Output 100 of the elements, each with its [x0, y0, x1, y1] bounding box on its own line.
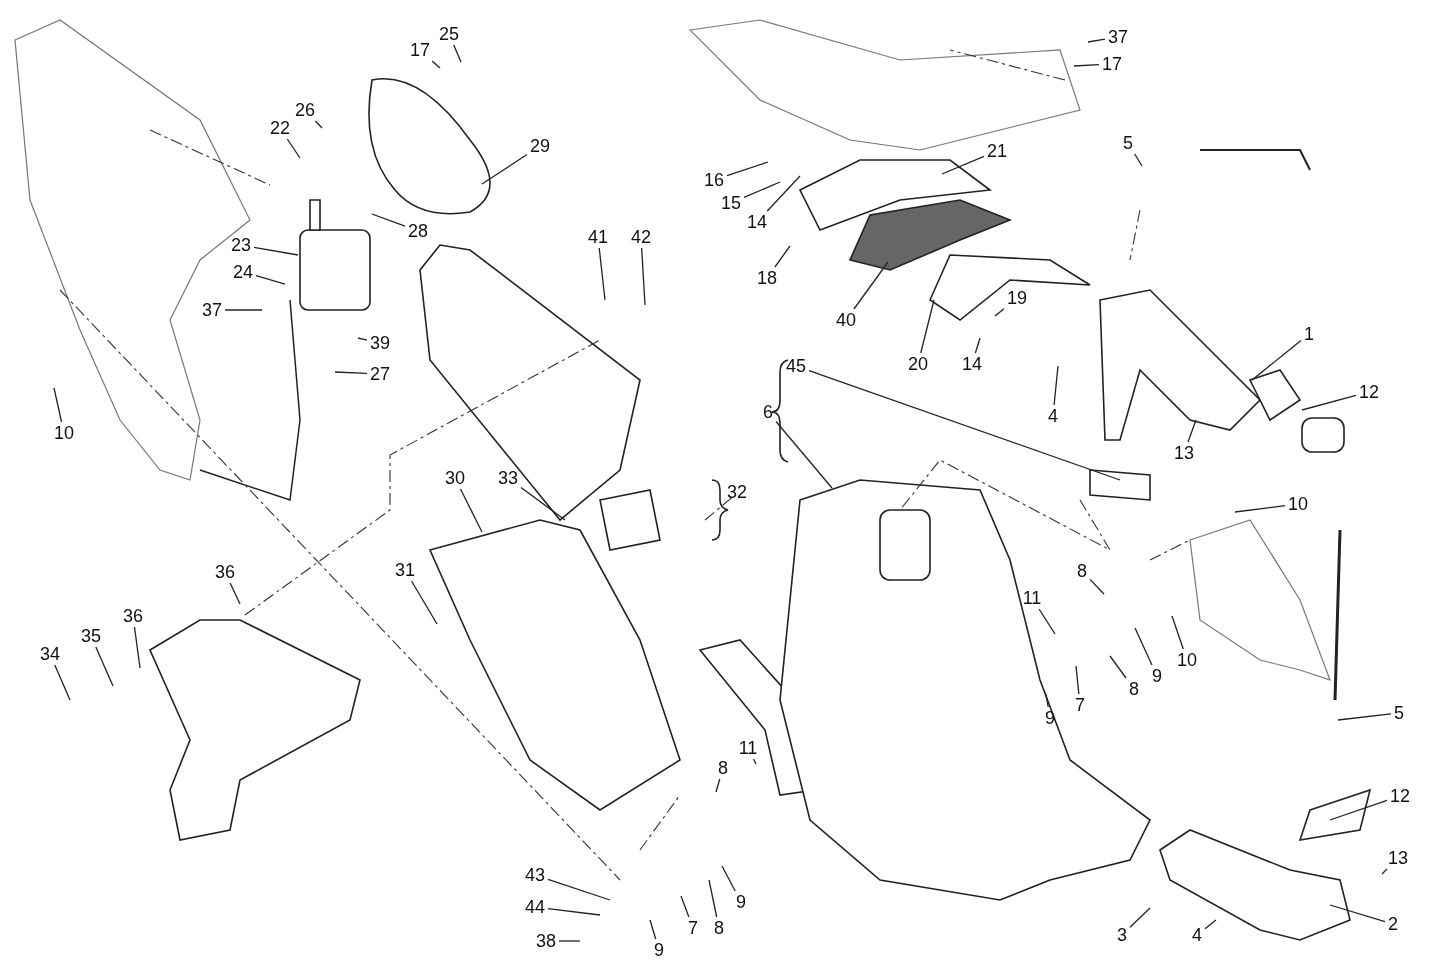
leader-line: [547, 907, 601, 916]
callout-number: 22: [269, 118, 291, 138]
leader-line: [1109, 655, 1127, 679]
leader-line: [994, 308, 1005, 317]
callout-number: 16: [703, 170, 725, 190]
leader-line: [766, 175, 801, 212]
leader-line: [708, 879, 718, 918]
callout-number: 40: [835, 310, 857, 330]
callout-number: 8: [717, 758, 729, 778]
leader-line: [726, 161, 769, 177]
leader-line: [224, 309, 263, 311]
callout-number: 37: [1107, 27, 1129, 47]
callout-number: 18: [756, 268, 778, 288]
leader-line: [1301, 394, 1357, 411]
leader-line: [715, 778, 721, 793]
leader-line: [1134, 153, 1143, 167]
leader-line: [255, 275, 286, 285]
callout-number: 10: [1287, 494, 1309, 514]
callout-number: 20: [907, 354, 929, 374]
callout-number: 26: [294, 100, 316, 120]
callout-number: 8: [1076, 561, 1088, 581]
leader-line: [941, 155, 985, 175]
callout-number: 35: [80, 626, 102, 646]
callout-number: 32: [726, 482, 748, 502]
callout-number: 44: [524, 897, 546, 917]
callout-number: 6: [762, 402, 774, 422]
callout-number: 10: [1176, 650, 1198, 670]
callout-number: 13: [1387, 848, 1409, 868]
leader-line: [649, 919, 657, 940]
leader-line: [743, 181, 781, 199]
leader-line: [371, 213, 406, 227]
callout-number: 28: [407, 221, 429, 241]
callout-number: 5: [1122, 133, 1134, 153]
leader-line: [752, 758, 757, 765]
callout-number: 4: [1047, 406, 1059, 426]
leader-line: [1381, 868, 1388, 875]
callout-number: 31: [394, 560, 416, 580]
leader-line: [410, 580, 438, 625]
callout-number: 42: [630, 227, 652, 247]
callout-number: 8: [713, 918, 725, 938]
leader-line: [54, 664, 71, 701]
leader-line: [253, 246, 299, 256]
leader-line: [520, 486, 566, 521]
callout-number: 36: [122, 606, 144, 626]
callout-number: 3: [1116, 925, 1128, 945]
leader-line: [53, 387, 63, 423]
callout-number: 12: [1358, 382, 1380, 402]
leader-line: [229, 582, 241, 605]
leader-line: [357, 337, 368, 341]
leader-line: [95, 646, 114, 687]
leader-line: [453, 44, 462, 63]
leader-line: [680, 895, 690, 918]
leader-line: [481, 153, 528, 185]
leader-line: [547, 878, 611, 901]
callout-number: 4: [1191, 925, 1203, 945]
callout-number: 34: [39, 644, 61, 664]
leader-line: [1234, 505, 1286, 513]
callout-number: 24: [232, 262, 254, 282]
leader-line: [558, 940, 581, 942]
callout-number: 11: [737, 738, 759, 758]
leader-line: [920, 299, 935, 354]
callout-number: 41: [587, 227, 609, 247]
leader-line: [431, 60, 441, 69]
leader-line: [641, 247, 646, 306]
leader-line: [1045, 693, 1049, 708]
leader-line: [1329, 799, 1388, 821]
callout-number: 36: [214, 562, 236, 582]
leader-line: [1134, 627, 1153, 666]
leader-line: [853, 261, 889, 310]
leader-line: [1251, 339, 1302, 381]
callout-number: 17: [409, 40, 431, 60]
leader-line: [459, 488, 483, 533]
callout-number: 1: [1303, 324, 1315, 344]
leader-line: [775, 420, 833, 489]
callout-number: 12: [1389, 786, 1411, 806]
leader-line: [1129, 907, 1151, 928]
callout-number: 2: [1387, 914, 1399, 934]
callout-number: 30: [444, 468, 466, 488]
leader-line: [334, 371, 368, 375]
leader-line: [974, 337, 981, 354]
leader-line: [1038, 608, 1056, 635]
callout-number: 9: [1151, 666, 1163, 686]
callout-number: 21: [986, 141, 1008, 161]
callout-number: 25: [438, 24, 460, 44]
callout-number: 29: [529, 136, 551, 156]
callout-number: 7: [687, 918, 699, 938]
leader-line: [598, 247, 606, 301]
leader-line: [1337, 713, 1392, 721]
callout-number: 19: [1006, 288, 1028, 308]
callout-number: 9: [1044, 708, 1056, 728]
callout-number: 9: [653, 940, 665, 960]
leader-line: [133, 626, 141, 669]
leader-line: [1087, 38, 1106, 43]
callout-number: 38: [535, 931, 557, 951]
leader-line: [1089, 578, 1105, 595]
callout-number: 10: [53, 423, 75, 443]
leader-line: [721, 865, 736, 892]
callout-number: 15: [720, 193, 742, 213]
callout-number: 33: [497, 468, 519, 488]
callout-number: 43: [524, 865, 546, 885]
